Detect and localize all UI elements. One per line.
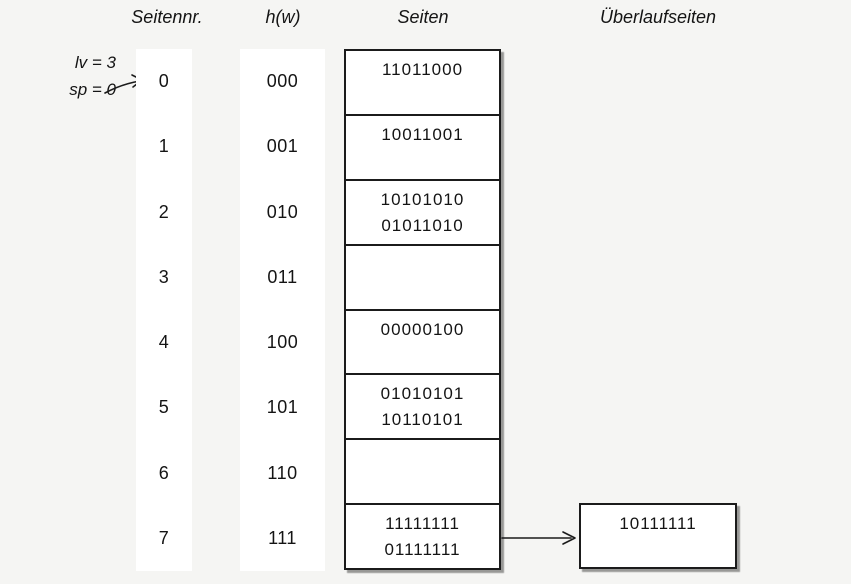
column-header-hw: h(w) — [265, 7, 301, 27]
overflow-page-box: 10111111 — [579, 503, 737, 569]
page-entry: 01011010 — [381, 215, 464, 235]
page-cell-1: 10011001 — [346, 116, 499, 181]
page-cell-4: 00000100 — [346, 311, 499, 376]
page-cell-7: 11111111 01111111 — [346, 505, 499, 568]
page-cell-0: 11011000 — [346, 51, 499, 116]
page-entry: 11011000 — [381, 60, 464, 79]
lv-sp-annotation: lv = 3 sp = 0 — [28, 49, 116, 103]
page-cell-3 — [346, 246, 499, 311]
hash-value-cell: 101 — [266, 397, 299, 418]
page-number-cell: 1 — [158, 136, 170, 157]
page-entry: 10011001 — [381, 124, 464, 144]
page-cell-6 — [346, 440, 499, 506]
page-entry: 10101010 — [380, 189, 465, 209]
hash-value-cell: 100 — [266, 332, 299, 353]
page-entry: 01010101 — [380, 384, 465, 404]
overflow-page-entry: 10111111 — [619, 514, 697, 533]
hash-value-cell: 000 — [266, 71, 299, 92]
page-number-cell: 5 — [158, 397, 170, 418]
hash-value-cell: 001 — [266, 136, 299, 157]
page-entry: 00000100 — [380, 319, 465, 339]
pages-box: 11011000 10011001 10101010 01011010 0000… — [344, 49, 501, 570]
page-entry: 11111111 — [385, 514, 460, 534]
page-number-cell: 2 — [158, 201, 170, 222]
hash-value-cell: 111 — [268, 527, 297, 548]
sp-value: sp = 0 — [69, 80, 116, 99]
page-entry: 01111111 — [384, 540, 461, 560]
page-number-column: 0 1 2 3 4 5 6 7 — [136, 49, 192, 571]
column-header-seiten: Seiten — [397, 7, 449, 27]
page-cell-5: 01010101 10110101 — [346, 375, 499, 441]
page-number-cell: 6 — [158, 462, 170, 483]
page-number-cell: 0 — [158, 71, 170, 92]
lv-value: lv = 3 — [74, 53, 116, 72]
page-entry: 10110101 — [381, 410, 464, 430]
page-number-cell: 7 — [158, 527, 170, 548]
overflow-arrow-icon — [501, 531, 576, 545]
hash-value-cell: 010 — [266, 201, 299, 222]
hash-value-cell: 011 — [267, 266, 298, 287]
column-header-seitennr: Seitennr. — [131, 7, 203, 27]
page-cell-2: 10101010 01011010 — [346, 181, 499, 246]
hash-value-cell: 110 — [267, 462, 298, 483]
page-number-cell: 4 — [158, 332, 170, 353]
column-header-ueberlaufseiten: Überlaufseiten — [599, 7, 717, 27]
hash-value-column: 000 001 010 011 100 101 110 111 — [240, 49, 325, 571]
page-number-cell: 3 — [158, 266, 170, 287]
